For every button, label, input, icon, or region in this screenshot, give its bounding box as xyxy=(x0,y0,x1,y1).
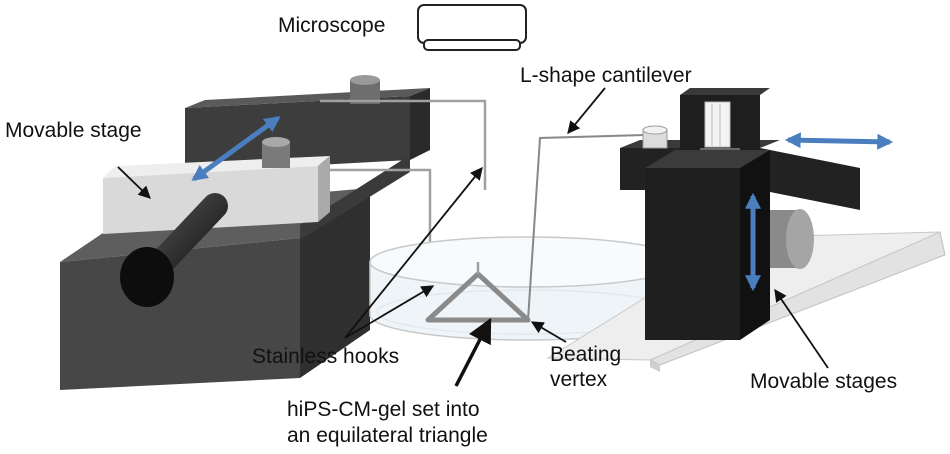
movement-arrows xyxy=(191,115,894,292)
beating-vertex-label-line2: vertex xyxy=(550,368,608,391)
callout-arrows xyxy=(117,87,829,369)
left-stage-assembly xyxy=(60,75,430,390)
movable-stage-label: Movable stage xyxy=(5,119,142,142)
movable-stages-label: Movable stages xyxy=(750,370,898,393)
gel-label-line2: an equilateral triangle xyxy=(287,424,488,447)
gel-callout-arrow xyxy=(454,317,492,387)
l-shape-cantilever xyxy=(527,134,646,321)
stainless-hooks-label: Stainless hooks xyxy=(252,345,400,368)
beating-vertex-label-line1: Beating xyxy=(550,343,622,366)
gel-label-line1: hiPS-CM-gel set into xyxy=(287,398,480,421)
microscope-label: Microscope xyxy=(278,14,386,37)
l-shape-cantilever-label: L-shape cantilever xyxy=(520,64,692,87)
microscope-objective xyxy=(417,4,527,51)
right-stage-assembly xyxy=(546,88,946,372)
